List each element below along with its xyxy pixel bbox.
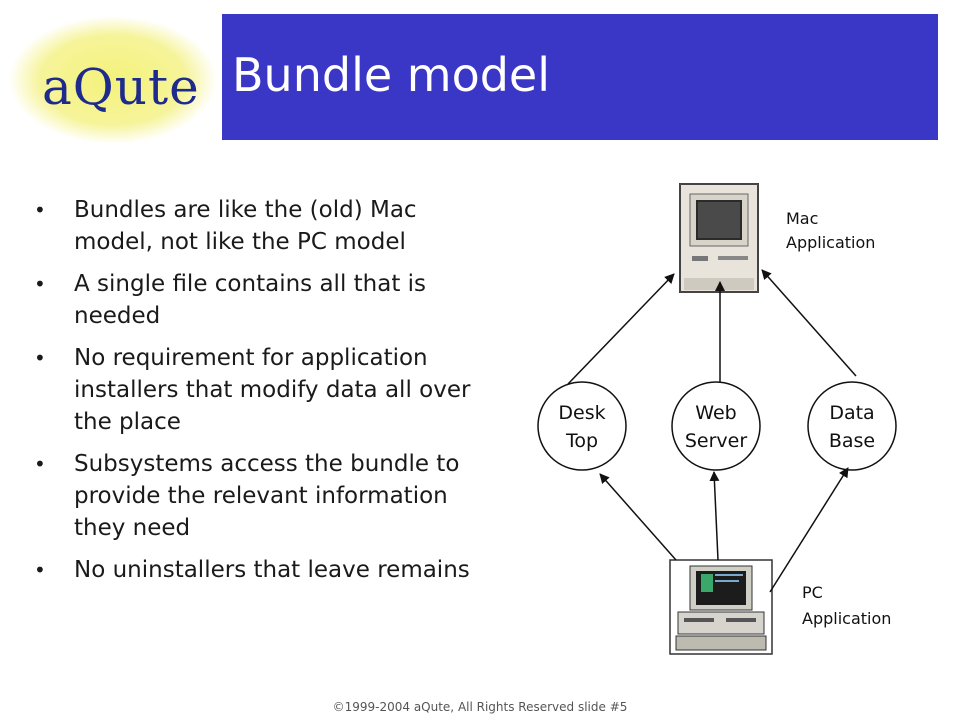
node-label-line1: Web: [695, 402, 736, 424]
node-label-line2: Base: [829, 430, 875, 452]
logo-glow: [9, 16, 217, 144]
bullet-text: No requirement for application installer…: [74, 345, 471, 435]
bullet-text: A single file contains all that is neede…: [74, 271, 427, 329]
bullet-dot: •: [34, 558, 46, 582]
node-label-line2: Server: [685, 430, 747, 452]
bullet-text: Subsystems access the bundle to provide …: [74, 451, 460, 541]
aqute-logo: aQute: [8, 14, 218, 146]
arrow-database-to-mac: [761, 269, 857, 377]
bullet-text: Bundles are like the (old) Mac model, no…: [74, 197, 417, 255]
mac-caption-line2: Application: [786, 233, 875, 252]
bullet-item: • No uninstallers that leave remains: [34, 554, 474, 586]
bullet-text: No uninstallers that leave remains: [74, 557, 470, 583]
bullet-dot: •: [34, 346, 46, 370]
node-label-line1: Desk: [558, 402, 605, 424]
bullet-list: • Bundles are like the (old) Mac model, n…: [34, 194, 474, 596]
bullet-dot: •: [34, 272, 46, 296]
pc-caption-line1: PC: [802, 583, 823, 602]
node-label-line1: Data: [829, 402, 874, 424]
bullet-item: • Bundles are like the (old) Mac model, n…: [34, 194, 474, 258]
bullet-dot: •: [34, 198, 46, 222]
arrow-pc-to-desktop: [599, 473, 677, 561]
node-desk-top: Desk Top: [537, 381, 627, 471]
mac-caption-line1: Mac: [786, 209, 818, 228]
bullet-dot: •: [34, 452, 46, 476]
arrow-desktop-to-mac: [567, 273, 675, 385]
node-label-line2: Top: [565, 430, 598, 452]
arrow-pc-to-webserver: [709, 471, 720, 561]
bullet-item: • No requirement for application installe…: [34, 342, 474, 438]
bullet-item: • Subsystems access the bundle to provide…: [34, 448, 474, 544]
logo-text: aQute: [42, 58, 200, 116]
pc-computer-icon: [669, 559, 773, 655]
pc-caption-line2: Application: [802, 609, 891, 628]
slide-footer: ©1999-2004 aQute, All Rights Reserved sl…: [332, 700, 628, 714]
mac-computer-icon: [679, 183, 759, 293]
slide-title: Bundle model: [232, 48, 551, 102]
bundle-diagram: Desk Top Web Server Data Base Mac Applic…: [537, 183, 897, 655]
node-data-base: Data Base: [807, 381, 897, 471]
node-web-server: Web Server: [671, 381, 761, 471]
arrow-pc-to-database: [769, 467, 849, 593]
bullet-item: • A single file contains all that is need…: [34, 268, 474, 332]
title-bar: Bundle model: [222, 14, 938, 140]
